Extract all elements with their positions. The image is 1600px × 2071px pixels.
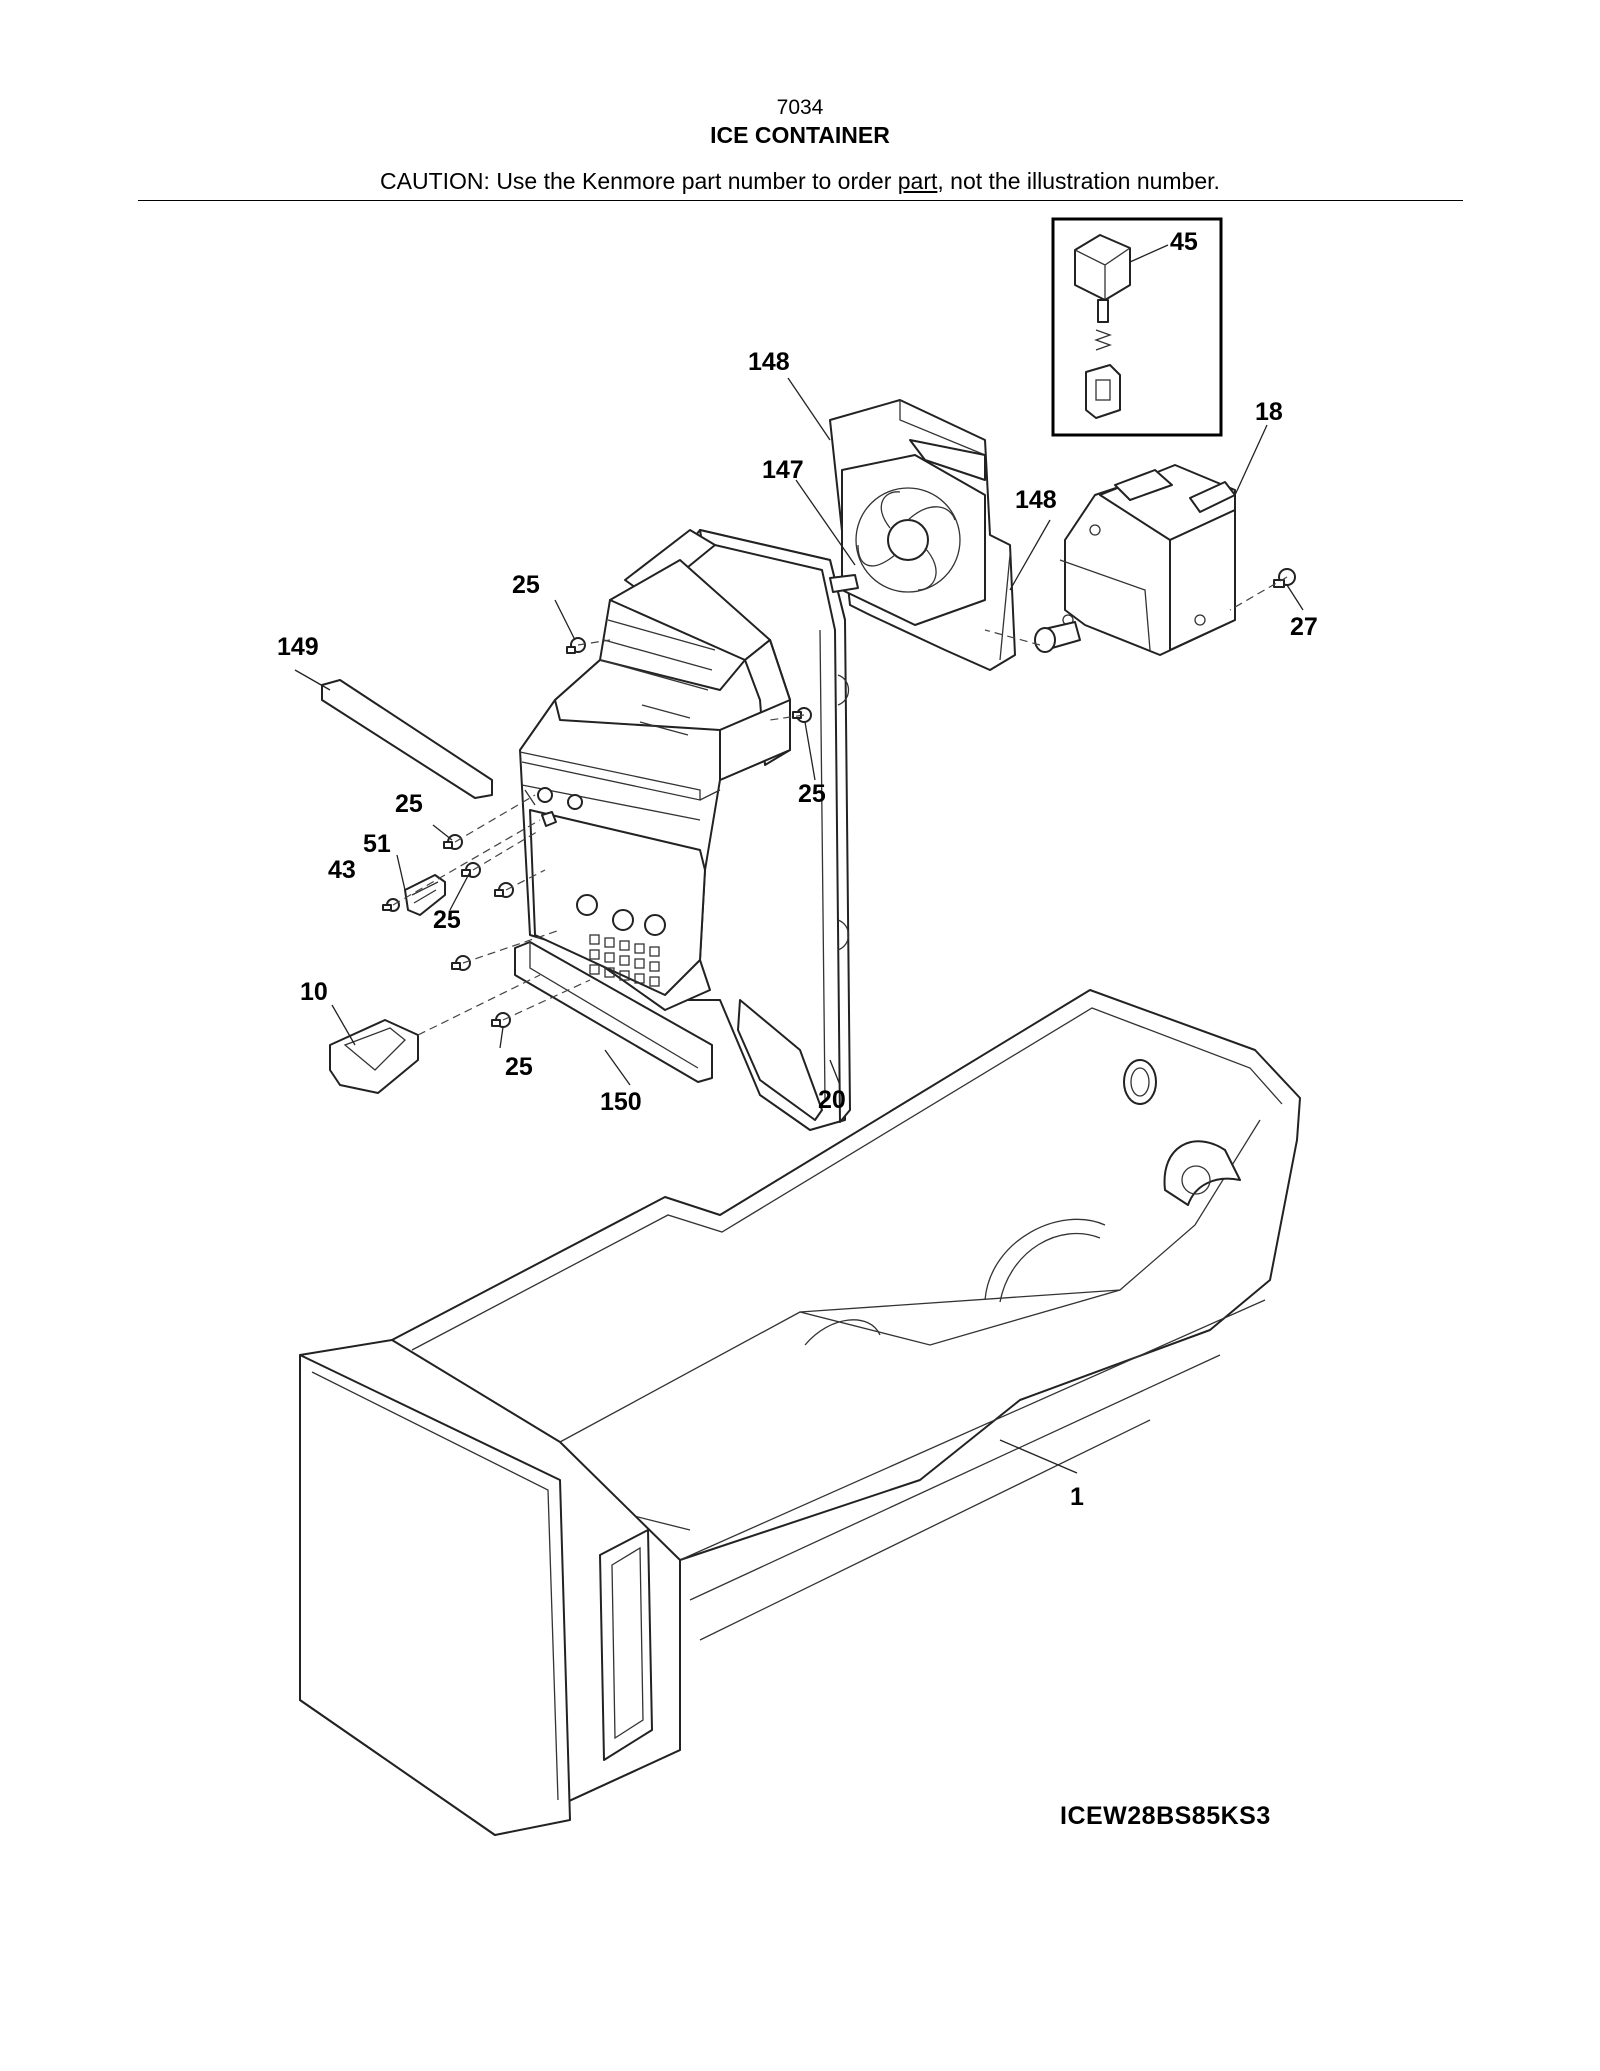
caution-note: CAUTION: Use the Kenmore part number to … [0,168,1600,195]
screw-25-lower-a [451,955,471,971]
callout-18: 18 [1255,398,1283,426]
callout-150: 150 [600,1088,642,1116]
screw-25-top [566,637,586,654]
leader-lines [294,244,1304,1474]
ice-bin-part-1 [299,989,1301,1836]
clip-part-10 [329,1019,419,1094]
callout-148-top: 148 [748,348,790,376]
callout-25-bottom: 25 [505,1053,533,1081]
callout-45: 45 [1170,228,1198,256]
diagram-title: ICE CONTAINER [710,122,890,148]
vent-grid [589,934,660,987]
callout-labels: 1 10 18 20 25 25 25 25 25 27 43 45 51 14… [277,228,1318,1511]
front-cover-block [519,559,791,1011]
screw-25-left-a [443,834,463,850]
callout-25-right: 25 [798,780,826,808]
fan-part-147 [829,454,986,626]
callout-147: 147 [762,456,804,484]
callout-148-right: 148 [1015,486,1057,514]
callout-20: 20 [818,1086,846,1114]
assembly-lines [392,576,1288,1036]
screw-43 [382,898,400,912]
callout-1: 1 [1070,1483,1084,1511]
caution-part-link[interactable]: part [897,168,938,194]
callout-43: 43 [328,856,356,884]
motor-part-18 [1034,464,1236,656]
screw-25-left-b [461,862,481,878]
latch-part-51 [404,874,446,916]
callout-25-top: 25 [512,571,540,599]
callout-149: 149 [277,633,319,661]
part-45-inset [1051,217,1223,437]
caution-text: CAUTION: Use the Kenmore part number to … [380,168,898,194]
model-number: ICEW28BS85KS3 [1060,1802,1271,1830]
callout-51: 51 [363,830,391,858]
callout-10: 10 [300,978,328,1006]
diagram-number: 7034 [776,96,824,119]
callout-27: 27 [1290,613,1318,641]
strip-part-149 [321,679,493,799]
callout-25-left: 25 [395,790,423,818]
caution-text-end: , not the illustration number. [937,168,1220,194]
callout-25-middle: 25 [433,906,461,934]
screw-25-left-c [494,882,514,898]
header-divider [138,200,1463,201]
screw-25-lower-b [491,1012,511,1028]
